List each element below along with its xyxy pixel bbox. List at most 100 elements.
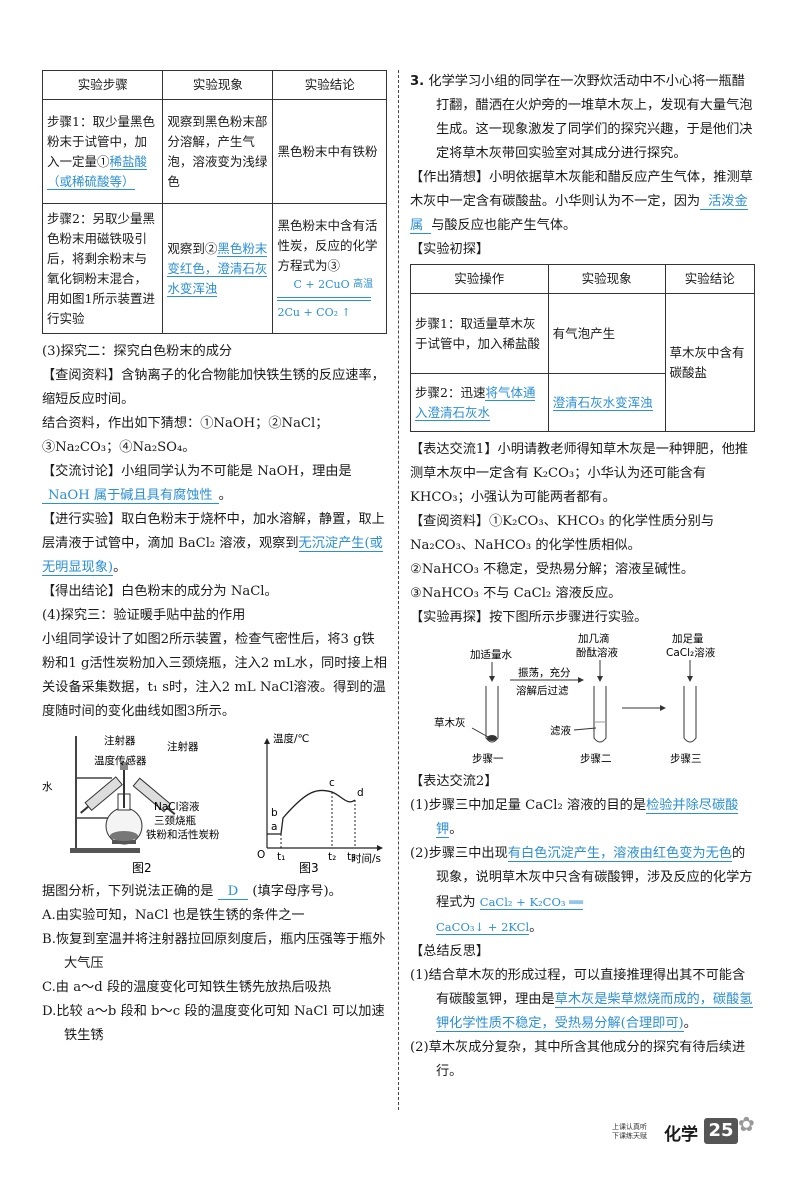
answer-1: 稀盐酸（或稀硫酸等） <box>47 153 148 190</box>
r1-op: 步骤1：取适量草木灰于试管中，加入稀盐酸 <box>410 293 549 374</box>
star-icon: ✿ <box>738 1112 755 1136</box>
diag-filtrate: 滤液 <box>550 724 571 737</box>
option-c: C.由 a～d 段的温度变化可知铁生锈先放热后吸热 <box>42 980 332 995</box>
left-column: 实验步骤 实验现象 实验结论 步骤1：取少量黑色粉末于试管中，加入一定量①稀盐酸… <box>41 70 387 1048</box>
fig3-caption: 图3 <box>299 861 319 875</box>
exp2-title: 【表达交流2】 <box>410 774 498 789</box>
experiment-table-2: 实验操作 实验现象 实验结论 步骤1：取适量草木灰于试管中，加入稀盐酸 有气泡产… <box>410 264 756 432</box>
r2-ph: 澄清石灰水变浑浊 <box>547 373 666 432</box>
info2: ②NaHCO₃ 不稳定，受热易分解；溶液呈碱性。 <box>410 562 695 577</box>
row1-phenomenon: 观察到黑色粉末部分溶解，产生气泡，溶液变为浅绿色 <box>162 99 274 204</box>
experiment-table-1: 实验步骤 实验现象 实验结论 步骤1：取少量黑色粉末于试管中，加入一定量①稀盐酸… <box>41 70 387 334</box>
diag-s2: 步骤二 <box>580 753 612 765</box>
conclusion-text: 【得出结论】白色粉末的成分为 NaCl。 <box>42 584 278 599</box>
fig2-syringe1: 注射器 <box>104 734 136 747</box>
info1: 【查阅资料】①K₂CO₃、KHCO₃ 的化学性质分别与 Na₂CO₃、NaHCO… <box>410 514 715 553</box>
diag-phenol-2: 酚酞溶液 <box>576 646 618 659</box>
row1-conclusion: 黑色粉末中有铁粉 <box>272 99 387 204</box>
row2-conclusion: 黑色粉末中含有活性炭，反应的化学方程式为③ C + 2CuO 高温 2Cu + … <box>272 203 387 334</box>
fig3-ylabel: 温度/℃ <box>273 732 309 745</box>
fig3-t1: t₁ <box>277 851 285 863</box>
figure-3-curve: 温度/℃ 时间/s O t₁ t₂ t₃ a b c d 图3 <box>257 732 383 875</box>
fig3-c: c <box>329 777 335 789</box>
diag-s3: 步骤三 <box>670 753 702 765</box>
fig2-sensor: 温度传感器 <box>94 754 147 767</box>
th-conclusion: 实验结论 <box>272 70 387 100</box>
column-divider <box>398 70 399 1110</box>
answer-turbid: 澄清石灰水变浑浊 <box>552 394 653 411</box>
p3-title: (3)探究二：探究白色粉末的成分 <box>42 344 233 359</box>
diag-shake-2: 溶解后过滤 <box>516 684 569 697</box>
discuss-text: 【交流讨论】小组同学认为不可能是 NaOH，理由是 NaOH 属于碱且具有腐蚀性… <box>42 464 352 504</box>
answer-bacl2: 无沉淀产生(或无明显现象) <box>42 536 383 576</box>
p4-title: (4)探究三：验证暖手贴中盐的作用 <box>42 608 246 623</box>
right-column: 3. 化学学习小组的同学在一次野炊活动中不小心将一瓶醋打翻，醋洒在火炉旁的一堆草… <box>410 70 756 1084</box>
fig2-nacl: NaCl溶液 <box>154 800 200 813</box>
fig3-xlabel: 时间/s <box>351 852 381 865</box>
equation-2b: CaCO₃↓ + 2KCl <box>436 920 530 935</box>
fig3-t3: t₃ <box>347 851 355 863</box>
s1: (1)结合草木灰的形成过程，可以直接推理得出其不可能含有碳酸氢钾，理由是草木灰是… <box>410 968 753 1032</box>
figures-2-3: 注射器 注射器 温度传感器 水 NaCl溶液 三颈烧瓶 铁粉和活性炭粉 图2 温… <box>42 728 387 880</box>
fig2-syringe2: 注射器 <box>167 740 199 753</box>
answer-gas: 将气体通入澄清石灰水 <box>415 384 536 421</box>
answer-d: D <box>217 884 249 900</box>
diag-ash: 草木灰 <box>434 716 466 729</box>
answer-metal: 活泼金属 <box>410 194 748 234</box>
diag-shake-1: 振荡，充分 <box>518 666 571 679</box>
fig2-caption: 图2 <box>132 861 152 875</box>
fig3-a: a <box>271 821 277 833</box>
q3-intro: 3. 化学学习小组的同学在一次野炊活动中不小心将一瓶醋打翻，醋洒在火炉旁的一堆草… <box>410 74 753 161</box>
sum-title: 【总结反思】 <box>410 944 490 959</box>
fig2-water: 水 <box>42 781 53 793</box>
exp-text: 【进行实验】取白色粉末于烧杯中，加水溶解，静置，取上层清液于试管中，滴加 BaC… <box>42 512 385 576</box>
r1-ph: 有气泡产生 <box>547 293 666 374</box>
page-footer: 上课认真听 下课练天赋 化学 25 ✿ <box>612 1112 757 1148</box>
row2-step: 步骤2：另取少量黑色粉末用磁铁吸引后，将剩余粉末与氧化铜粉末混合，用如图1所示装… <box>41 203 164 334</box>
diag-s1: 步骤一 <box>472 753 504 765</box>
option-d: D.比较 a～b 段和 b～c 段的温度变化可知 NaCl 可以加速铁生锈 <box>42 1004 385 1043</box>
diag-cacl-1: 加足量 <box>672 633 704 645</box>
th-phenomenon: 实验现象 <box>162 70 274 100</box>
diag-phenol-1: 加几滴 <box>578 632 610 645</box>
row1-step: 步骤1：取少量黑色粉末于试管中，加入一定量①稀盐酸（或稀硫酸等） <box>41 99 164 204</box>
footer-slogan: 上课认真听 下课练天赋 <box>612 1123 647 1140</box>
question-analysis: 据图分析，下列说法正确的是 D (填字母序号)。 <box>42 884 342 900</box>
page-number: 25 <box>704 1118 738 1144</box>
exp1-para: 【表达交流1】小明请教老师得知草木灰是一种钾肥，他推测草木灰中一定含有 K₂CO… <box>410 442 749 505</box>
figure-2-apparatus: 注射器 注射器 温度传感器 水 NaCl溶液 三颈烧瓶 铁粉和活性炭粉 图2 <box>42 734 220 875</box>
e2: (2)步骤三中出现有白色沉淀产生，溶液由红色变为无色的现象，说明草木灰中只含有碳… <box>410 846 753 935</box>
guess-text: 结合资料，作出如下猜想：①NaOH；②NaCl；③Na₂CO₃；④Na₂SO₄。 <box>42 416 329 455</box>
answer-purpose: 检验并除尽碳酸钾 <box>436 798 739 838</box>
answer-2: 黑色粉末变红色，澄清石灰水变浑浊 <box>167 240 268 297</box>
th2-concl: 实验结论 <box>664 264 756 294</box>
row2-phenomenon: 观察到②黑色粉末变红色，澄清石灰水变浑浊 <box>162 203 274 334</box>
temperature-curve <box>267 789 356 835</box>
diag-cacl-2: CaCl₂溶液 <box>666 646 716 659</box>
e1: (1)步骤三中加足量 CaCl₂ 溶液的目的是检验并除尽碳酸钾。 <box>410 798 739 838</box>
option-a: A.由实验可知，NaCl 也是铁生锈的条件之一 <box>42 908 305 923</box>
th2-op: 实验操作 <box>410 264 549 294</box>
guess-para: 【作出猜想】小明依据草木灰能和醋反应产生气体，推测草木灰中一定含有碳酸盐。小华则… <box>410 170 753 234</box>
fig2-powder: 铁粉和活性炭粉 <box>146 828 220 841</box>
diag-add-water: 加适量水 <box>470 649 512 661</box>
fig3-b: b <box>271 807 278 819</box>
fig3-t2: t₂ <box>328 851 336 863</box>
answer-reason: 草木灰是柴草燃烧而成的，碳酸氢钾化学性质不稳定，受热易分解(合理即可) <box>436 992 753 1032</box>
info3: ③NaHCO₃ 不与 CaCl₂ 溶液反应。 <box>410 586 622 601</box>
th2-ph: 实验现象 <box>547 264 666 294</box>
option-b: B.恢复到室温并将注射器拉回原刻度后，瓶内压强等于瓶外大气压 <box>42 932 386 971</box>
th-steps: 实验步骤 <box>41 70 164 100</box>
r2-op: 步骤2：迅速将气体通入澄清石灰水 <box>410 373 549 432</box>
answer-naoh: NaOH 属于碱且具有腐蚀性 <box>42 488 219 504</box>
s2: (2)草木灰成分复杂，其中所含其他成分的探究有待后续进行。 <box>410 1040 746 1079</box>
step-diagram: 加适量水 加几滴 酚酞溶液 加足量 CaCl₂溶液 振荡，充分 溶解后过滤 草木… <box>434 632 716 765</box>
p4-body: 小组同学设计了如图2所示装置，检查气密性后，将3 g铁粉和1 g活性炭粉加入三颈… <box>42 632 387 719</box>
init-title: 【实验初探】 <box>410 242 490 257</box>
answer-precip: 有白色沉淀产生，溶液由红色变为无色 <box>507 846 732 862</box>
fig2-flask: 三颈烧瓶 <box>154 814 196 827</box>
equation-2a: CaCl₂ + K₂CO₃ ══ <box>479 895 583 910</box>
fig3-d: d <box>357 787 364 799</box>
equation-1: C + 2CuO 高温 2Cu + CO₂ ↑ <box>277 277 374 319</box>
footer-subject: 化学 <box>664 1125 698 1145</box>
